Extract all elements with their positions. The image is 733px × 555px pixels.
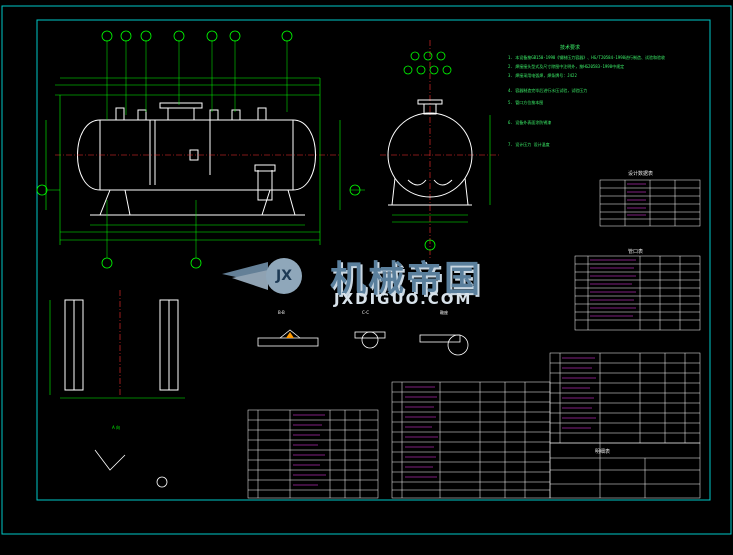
section-label-a: A 向 [112, 425, 121, 430]
bom-table-title: 明细表 [595, 449, 611, 455]
bom-table-mid [391, 381, 551, 499]
notes-heading: 技术要求 [560, 45, 581, 51]
notes-line: 7. 设计压力 设计温度 [508, 142, 550, 147]
watermark-title: 机械帝国 [330, 259, 483, 300]
weld-details [94, 329, 469, 488]
nozzle-table-title: 管口表 [628, 249, 644, 255]
title-block [549, 442, 701, 499]
leader-lines [47, 40, 365, 258]
centerlines [55, 40, 500, 395]
side-dimensions [392, 115, 491, 223]
weld-fill [286, 332, 294, 338]
watermark-badge: JX [266, 258, 302, 294]
notes-line: 6. 设备外表面涂防锈漆 [508, 120, 552, 125]
inner-frame [36, 19, 711, 501]
vessel-front-view [77, 102, 316, 216]
section-label-c: C-C [362, 310, 370, 315]
nozzle-table [574, 255, 701, 331]
callout-balloons [36, 30, 452, 269]
table-text-marks [293, 183, 646, 486]
watermark-logo [222, 262, 268, 290]
front-dimensions [45, 77, 341, 245]
notes-line: 4. 容器制造完毕后进行水压试验，试验压力 [508, 88, 588, 93]
outer-frame [1, 5, 732, 535]
detail-a-view [64, 299, 179, 391]
section-label-support: 鞍座 [440, 310, 448, 315]
notes-line: 3. 焊接采用电弧焊，焊条牌号：J422 [508, 73, 577, 78]
design-data-title: 设计数据表 [628, 171, 654, 177]
section-label-b: B-B [278, 310, 285, 315]
bom-table-right [549, 352, 701, 444]
notes-line: 2. 焊接接头型式及尺寸除图中注明外，按HG20583-1998中规定 [508, 64, 625, 69]
detail-a-dims [49, 300, 185, 399]
notes-line: 1. 本设备按GB150-1998《钢制压力容器》、HG/T20584-1998… [508, 55, 666, 60]
notes-line: 5. 管口方位按本图 [508, 100, 544, 105]
design-data-table [599, 179, 701, 227]
watermark-subtitle: JXDIGUO.COM [334, 290, 473, 308]
bom-table-left [247, 409, 379, 499]
vessel-side-view [387, 99, 473, 206]
